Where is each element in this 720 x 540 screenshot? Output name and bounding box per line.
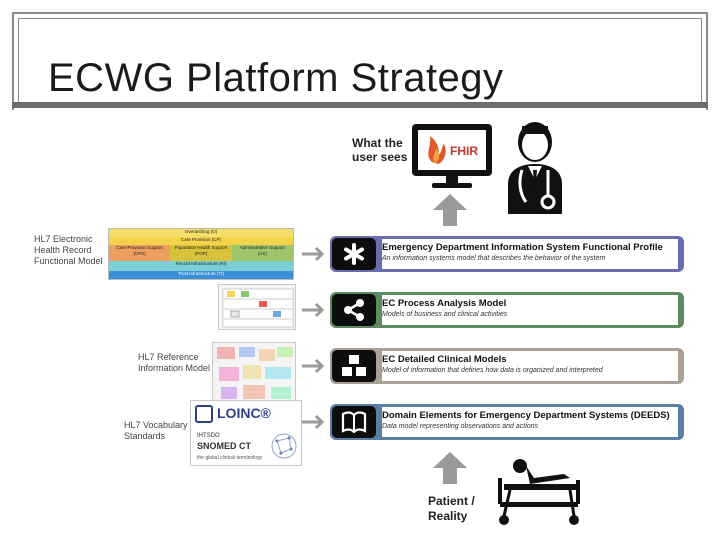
fhir-logo-text: FHIR [450, 144, 478, 158]
doctor-icon [500, 118, 570, 214]
arrow-right-1 [302, 246, 326, 267]
book-icon [332, 406, 376, 438]
snomed-globe-icon [269, 431, 299, 466]
ehr-cell-cps-label: Care Provision Support [116, 245, 163, 250]
label-reference-information-model: HL7 Reference Information Model [138, 352, 211, 373]
band-subtitle: An information systems model that descri… [382, 255, 606, 262]
arrow-right-2 [302, 302, 326, 323]
patient-stretcher-icon [490, 458, 586, 528]
ehr-row-record-infrastructure: Record Infrastructure (RI) [109, 261, 293, 271]
band-title: Domain Elements for Emergency Department… [382, 410, 670, 421]
band-edis-functional-profile: Emergency Department Information System … [330, 236, 684, 272]
arrow-right-4 [302, 414, 326, 435]
top-label: What the user sees [352, 136, 408, 164]
ehr-row-care-provision: Care Provision (CP) [109, 237, 293, 245]
band-title: EC Process Analysis Model [382, 298, 507, 309]
ehr-cell-as-label: Administrative Support [239, 245, 285, 250]
loinc-logo-icon [195, 405, 213, 423]
ihtsdo-text: IHTSDO [197, 433, 220, 439]
process-model-thumbnail [218, 284, 296, 330]
loinc-logo-text: LOINC® [217, 405, 271, 421]
ehr-cell-as-code: (AS) [257, 251, 267, 256]
arrow-right-3 [302, 358, 326, 379]
monitor-icon: FHIR [410, 122, 494, 190]
up-arrow-top [433, 194, 467, 226]
up-arrow-bottom [433, 452, 467, 484]
snomed-tagline: the global clinical terminology [197, 455, 263, 461]
ehr-cell-pop-label: Population Health Support [174, 245, 228, 250]
page-title: ECWG Platform Strategy [48, 56, 504, 100]
title-frame-outer [12, 12, 708, 110]
ehr-functional-model-table: Overarching (O) Care Provision (CP) Care… [108, 228, 294, 280]
band-subtitle: Data model representing observations and… [382, 423, 539, 430]
sitemap-icon [332, 350, 376, 382]
ehr-row-overarching: Overarching (O) [109, 229, 293, 237]
title-rule [12, 102, 708, 108]
bottom-label: Patient / Reality [428, 494, 475, 523]
band-deeds: Domain Elements for Emergency Department… [330, 404, 684, 440]
band-title: Emergency Department Information System … [382, 242, 663, 253]
band-title: EC Detailed Clinical Models [382, 354, 507, 365]
label-vocabulary-standards: HL7 Vocabulary Standards [124, 420, 188, 441]
asterisk-icon [332, 238, 376, 270]
ehr-cell-cps-code: (CPS) [133, 251, 146, 256]
share-icon [332, 294, 376, 326]
rim-diagram-thumbnail [212, 342, 296, 402]
band-subtitle: Model of information that defines how da… [382, 367, 603, 374]
vocabulary-logos-box: LOINC® IHTSDO SNOMED CT the global clini… [190, 400, 302, 466]
label-ehr-functional-model: HL7 Electronic Health Record Functional … [34, 234, 103, 266]
title-frame-inner [18, 18, 702, 104]
snomed-text: SNOMED CT [197, 441, 251, 451]
band-subtitle: Models of business and clinical activiti… [382, 311, 508, 318]
ehr-row-trust-infrastructure: Trust Infrastructure (TI) [109, 271, 293, 279]
ehr-cell-pop-code: (POP) [194, 251, 208, 256]
